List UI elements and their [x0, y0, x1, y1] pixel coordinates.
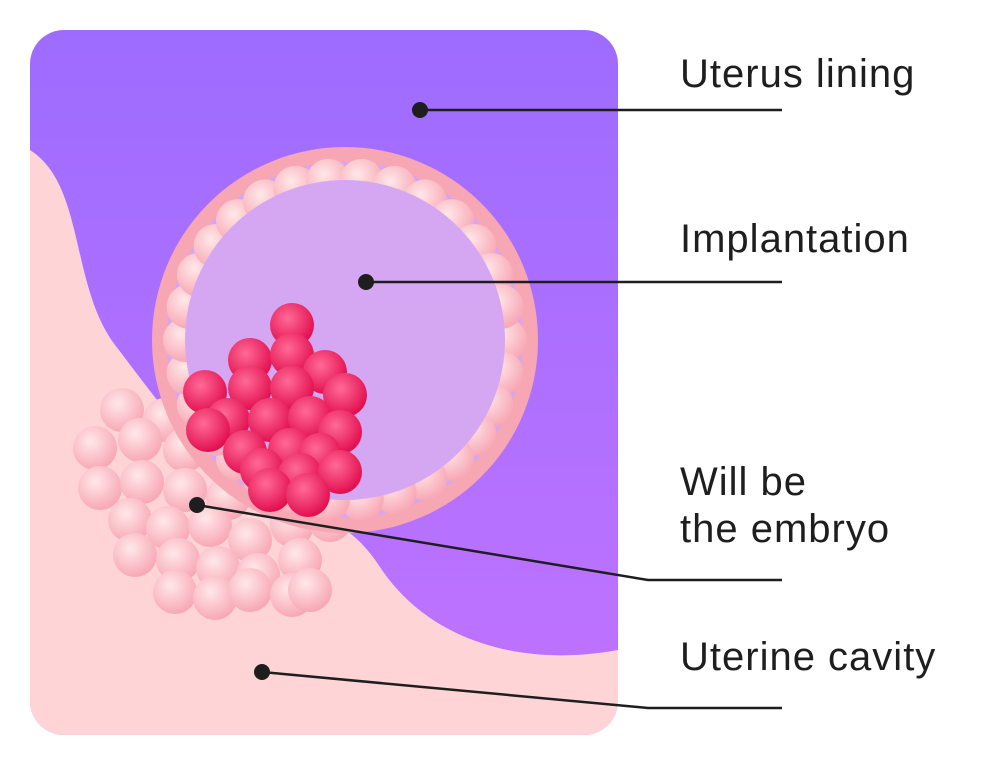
trophoblast-cell — [118, 418, 162, 462]
embryo-cell — [286, 473, 330, 517]
label-embryo-line2: the embryo — [680, 507, 890, 551]
label-uterus-lining: Uterus lining — [680, 52, 915, 96]
label-implantation: Implantation — [680, 217, 910, 261]
leader-implantation — [358, 274, 782, 290]
trophoblast-cell — [193, 576, 237, 620]
trophoblast-cell — [153, 570, 197, 614]
embryo-cell — [186, 408, 230, 452]
label-embryo-line1: Will be — [680, 460, 807, 504]
leader-uterine-cavity — [254, 664, 782, 710]
embryo-cell — [323, 373, 367, 417]
trophoblast-cell — [108, 498, 152, 542]
trophoblast-cell — [120, 460, 164, 504]
embryo-cell — [270, 333, 314, 377]
trophoblast-cell — [228, 518, 272, 562]
trophoblast-cell — [113, 533, 157, 577]
inner-cell-mass — [183, 303, 367, 517]
uterus-box — [30, 30, 618, 735]
trophoblast-cell — [73, 426, 117, 470]
embryo-cell — [248, 468, 292, 512]
trophoblast-cell — [188, 503, 232, 547]
trophoblast-cell — [156, 538, 200, 582]
trophoblast-cell — [78, 466, 122, 510]
trophoblast-cell — [288, 568, 332, 612]
leader-uterus-lining — [412, 102, 782, 118]
leader-embryo — [189, 497, 782, 582]
trophoblast-cell — [228, 568, 272, 612]
embryo-cell — [318, 450, 362, 494]
embryo-cell — [228, 366, 272, 410]
label-uterine-cavity: Uterine cavity — [680, 635, 936, 679]
